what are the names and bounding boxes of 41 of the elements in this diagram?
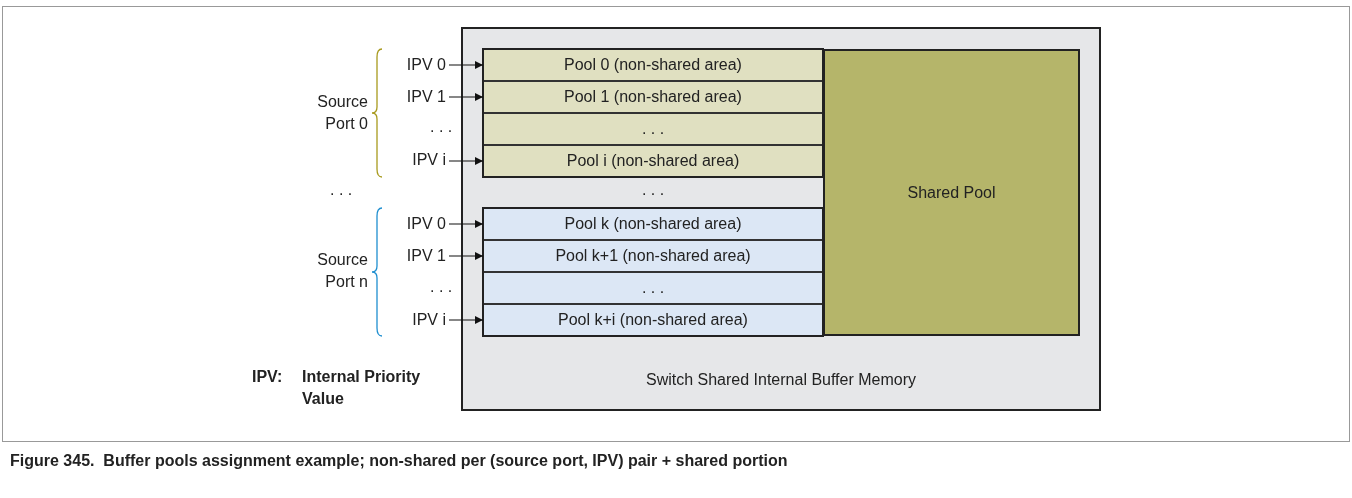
shared-pool-title: Shared Pool bbox=[907, 183, 996, 202]
pool-name: Pool k+i (non-shared area) bbox=[558, 311, 748, 329]
pool-name: . . . bbox=[641, 279, 665, 297]
arrow bbox=[448, 220, 484, 228]
ipv-label: IPV i bbox=[388, 149, 446, 171]
pool-name: Pool k (non-shared area) bbox=[564, 215, 742, 233]
ipv-label: IPV 1 bbox=[388, 86, 446, 108]
pool-row bbox=[483, 81, 823, 113]
abbreviation-definition: Internal Priority Value bbox=[302, 367, 422, 409]
arrow bbox=[448, 93, 484, 101]
pool-name: . . . bbox=[641, 120, 665, 138]
port-label: Source Port n bbox=[316, 250, 368, 292]
ellipsis: . . . bbox=[640, 180, 666, 200]
pool-name: Pool 1 (non-shared area) bbox=[564, 88, 742, 106]
pool-row bbox=[483, 113, 823, 145]
memory-title: Switch Shared Internal Buffer Memory bbox=[644, 371, 917, 389]
ipv-label: IPV 0 bbox=[388, 213, 446, 235]
pool-row bbox=[483, 208, 823, 240]
ipv-label: IPV i bbox=[388, 309, 446, 331]
ellipsis: . . . bbox=[330, 180, 354, 200]
pool-row bbox=[483, 145, 823, 177]
memory-block bbox=[461, 27, 1101, 411]
arrow bbox=[448, 316, 484, 324]
pool-name: Pool i (non-shared area) bbox=[566, 152, 740, 170]
arrow bbox=[448, 61, 484, 69]
abbreviation-term: IPV: bbox=[252, 367, 284, 387]
pool-name: Pool 0 (non-shared area) bbox=[564, 56, 742, 74]
ipv-label: IPV 0 bbox=[388, 54, 446, 76]
pool-row bbox=[483, 304, 823, 336]
ellipsis: . . . bbox=[430, 277, 454, 297]
ipv-label: IPV 1 bbox=[388, 245, 446, 267]
pool-name: Pool k+1 (non-shared area) bbox=[555, 247, 751, 265]
arrow bbox=[448, 252, 484, 260]
pool-row bbox=[483, 240, 823, 272]
pool-row bbox=[483, 49, 823, 81]
pool-row bbox=[483, 272, 823, 304]
shared-pool-block bbox=[823, 49, 1080, 336]
port-label: Source Port 0 bbox=[316, 92, 368, 134]
arrow bbox=[448, 157, 484, 165]
ellipsis: . . . bbox=[430, 117, 454, 137]
figure-caption: Figure 345. Buffer pools assignment example; non-shared per (source port, IPV) pair + shared portion bbox=[10, 452, 789, 470]
